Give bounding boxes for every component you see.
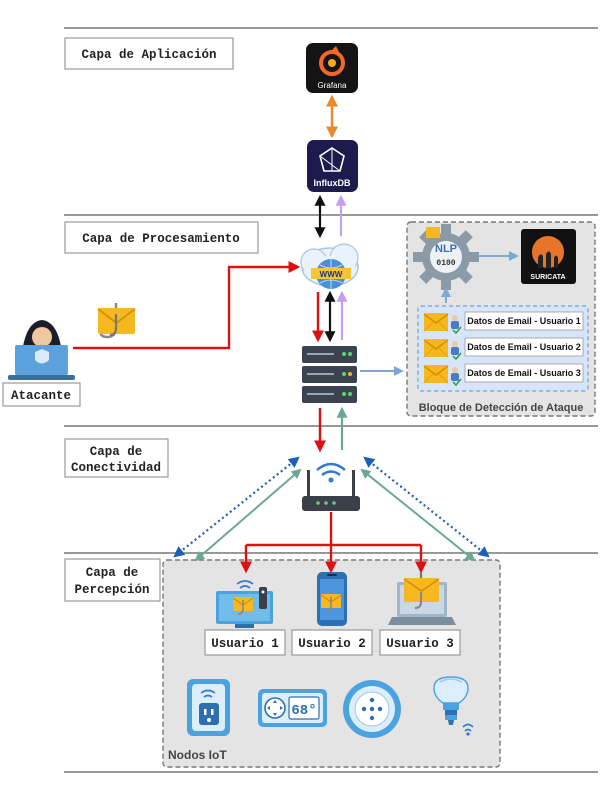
svg-text:Usuario 1: Usuario 1 xyxy=(211,637,279,651)
server-icon xyxy=(302,346,357,403)
svg-text:Usuario 3: Usuario 3 xyxy=(386,637,454,651)
svg-text:Percepción: Percepción xyxy=(74,583,149,597)
laptop-icon xyxy=(388,572,456,625)
svg-text:0100: 0100 xyxy=(436,259,455,268)
user-3-label: Usuario 3 xyxy=(379,629,461,656)
label-processing-layer: Capa de Procesamiento xyxy=(64,221,259,254)
influxdb-icon: InfluxDB xyxy=(307,140,358,192)
svg-text:Capa de Procesamiento: Capa de Procesamiento xyxy=(82,232,240,246)
svg-text:Datos de Email - Usuario 3: Datos de Email - Usuario 3 xyxy=(467,368,581,378)
svg-text:Bloque de Detección de Ataque: Bloque de Detección de Ataque xyxy=(419,402,584,414)
svg-text:Capa de: Capa de xyxy=(86,566,139,580)
svg-text:SURICATA: SURICATA xyxy=(530,274,565,281)
router-right-teal-arrow xyxy=(360,468,476,562)
nlp-gear-icon: NLP 0100 xyxy=(413,224,479,290)
smart-bulb-icon xyxy=(433,676,474,736)
svg-text:Datos de Email - Usuario 1: Datos de Email - Usuario 1 xyxy=(467,316,581,326)
email-data-row-2: Datos de Email - Usuario 2 xyxy=(423,337,584,361)
svg-text:Capa de Aplicación: Capa de Aplicación xyxy=(81,48,216,62)
smartphone-icon xyxy=(317,572,347,626)
attacker-label: Atacante xyxy=(2,382,81,407)
wifi-router-icon xyxy=(302,462,360,511)
svg-text:NLP: NLP xyxy=(435,243,457,255)
label-application-layer: Capa de Aplicación xyxy=(64,37,234,70)
svg-text:InfluxDB: InfluxDB xyxy=(314,178,351,188)
email-data-row-3: Datos de Email - Usuario 3 xyxy=(423,363,584,387)
smart-tv-icon xyxy=(216,580,273,628)
svg-text:Usuario 2: Usuario 2 xyxy=(298,637,366,651)
svg-text:Atacante: Atacante xyxy=(11,389,71,403)
label-connectivity-layer: Capa de Conectividad xyxy=(64,438,169,478)
svg-text:Capa de: Capa de xyxy=(90,445,143,459)
layer-separators xyxy=(64,27,598,773)
phishing-email-icon xyxy=(97,303,136,339)
svg-text:Datos de Email - Usuario 2: Datos de Email - Usuario 2 xyxy=(467,342,581,352)
thermostat-icon: 68° xyxy=(258,689,327,727)
user-2-label: Usuario 2 xyxy=(291,629,373,656)
svg-text:68°: 68° xyxy=(291,703,316,719)
label-perception-layer: Capa de Percepción xyxy=(64,558,161,602)
svg-text:WWW: WWW xyxy=(320,270,343,279)
user-1-label: Usuario 1 xyxy=(204,629,286,656)
internet-cloud-icon: WWW xyxy=(300,243,359,289)
grafana-icon: Grafana xyxy=(306,43,358,93)
router-left-dotted-arrow xyxy=(173,456,300,558)
attack-path-arrow xyxy=(73,261,301,350)
suricata-icon: SURICATA xyxy=(521,229,576,284)
svg-text:Nodos IoT: Nodos IoT xyxy=(168,748,227,762)
smart-plug-icon xyxy=(187,679,230,736)
email-data-row-1: Datos de Email - Usuario 1 xyxy=(423,311,584,335)
attacker-icon xyxy=(8,320,75,380)
router-left-teal-arrow xyxy=(194,468,302,562)
svg-text:Grafana: Grafana xyxy=(318,81,347,90)
router-right-dotted-arrow xyxy=(363,456,490,558)
svg-text:Conectividad: Conectividad xyxy=(71,461,161,475)
smart-speaker-icon xyxy=(343,680,401,738)
router-users-red-arrows xyxy=(240,512,427,574)
